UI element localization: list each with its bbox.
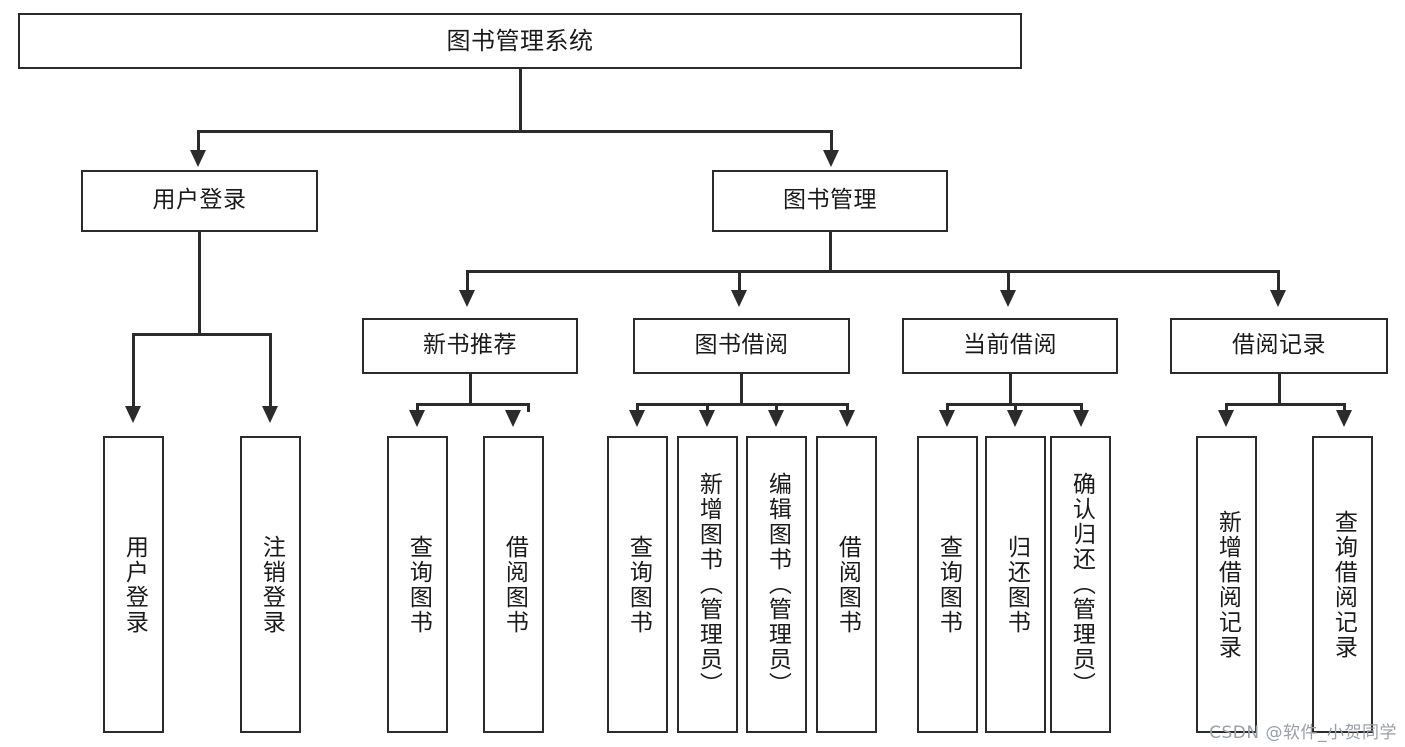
arrowhead-new-book-to-query [409, 410, 425, 427]
connector-new-book-to-query [416, 403, 419, 412]
arrowhead-book-manage-to-record [1270, 290, 1286, 307]
arrowhead-current-to-return [1007, 410, 1023, 427]
connector-book-manage-to-record [1277, 270, 1280, 292]
node-label: 查询借阅记录 [1330, 509, 1357, 660]
connector-borrow-record-stem [1278, 374, 1281, 405]
node-label: 图书管理 [783, 187, 877, 214]
node-label: 确认归还（管理员） [1068, 472, 1095, 697]
connector-book-manage-to-new-book [466, 270, 469, 292]
connector-user-login-to-logout [269, 333, 272, 408]
arrowhead-book-manage-to-current [1000, 290, 1016, 307]
arrowhead-root-to-book-manage [823, 150, 839, 167]
arrowhead-book-manage-to-borrow [731, 290, 747, 307]
connector-root-to-user-login [197, 130, 200, 152]
connector-new-book-stem [469, 374, 472, 405]
arrowhead-new-book-to-borrow [505, 410, 521, 427]
connector-new-book-bar [416, 403, 527, 406]
leaf-query-book-current[interactable]: 查询图书 [917, 436, 978, 733]
leaf-return-book[interactable]: 归还图书 [985, 436, 1046, 733]
connector-root-to-book-manage [830, 130, 833, 152]
node-label: 新增借阅记录 [1214, 509, 1241, 660]
node-label: 新增图书（管理员） [695, 472, 722, 697]
connector-current-to-confirm [1080, 403, 1083, 412]
leaf-lend-book[interactable]: 借阅图书 [816, 436, 877, 733]
leaf-query-book-borrow[interactable]: 查询图书 [607, 436, 668, 733]
node-user-login[interactable]: 用户登录 [81, 170, 318, 232]
arrowhead-book-manage-to-new-book [459, 290, 475, 307]
node-label: 注销登录 [258, 534, 285, 635]
node-label: 图书管理系统 [446, 26, 594, 55]
leaf-edit-book-admin[interactable]: 编辑图书（管理员） [746, 436, 807, 733]
node-new-book-recommend[interactable]: 新书推荐 [362, 318, 578, 374]
node-label: 查询图书 [405, 534, 432, 635]
connector-record-to-query [1343, 403, 1346, 412]
leaf-query-borrow-record[interactable]: 查询借阅记录 [1312, 436, 1373, 733]
node-label: 借阅图书 [501, 534, 528, 635]
node-label: 查询图书 [935, 534, 962, 635]
leaf-user-login[interactable]: 用户登录 [103, 436, 164, 733]
connector-current-borrow-bar [946, 403, 1080, 406]
arrowhead-current-to-query [939, 410, 955, 427]
leaf-query-book-recommend[interactable]: 查询图书 [387, 436, 448, 733]
node-current-borrow[interactable]: 当前借阅 [902, 318, 1118, 374]
connector-user-login-to-login [132, 333, 135, 408]
node-label: 用户登录 [152, 187, 247, 214]
node-label: 编辑图书（管理员） [764, 472, 791, 697]
node-root-system[interactable]: 图书管理系统 [18, 13, 1022, 69]
node-book-management[interactable]: 图书管理 [712, 170, 948, 232]
arrowhead-current-to-confirm [1073, 410, 1089, 427]
node-label: 当前借阅 [963, 332, 1057, 359]
arrowhead-root-to-user-login [190, 150, 206, 167]
arrowhead-user-login-to-login [125, 406, 141, 423]
connector-new-book-to-borrow [527, 403, 530, 412]
connector-root-stem [519, 69, 522, 131]
connector-book-manage-stem [829, 232, 832, 272]
watermark-text: CSDN @软件_小贺同学 [1209, 723, 1397, 743]
node-borrow-record[interactable]: 借阅记录 [1170, 318, 1388, 374]
connector-current-to-return [1014, 403, 1017, 412]
arrowhead-record-to-query [1336, 410, 1352, 427]
connector-current-borrow-stem [1009, 374, 1012, 405]
node-label: 借阅图书 [834, 534, 861, 635]
node-label: 新书推荐 [423, 332, 517, 359]
connector-book-manage-to-borrow [738, 270, 741, 292]
connector-book-manage-to-current [1007, 270, 1010, 292]
connector-book-borrow-to-query [636, 403, 639, 412]
node-label: 用户登录 [121, 534, 148, 635]
connector-root-bar [197, 130, 832, 133]
arrowhead-user-login-to-logout [262, 406, 278, 423]
leaf-add-borrow-record[interactable]: 新增借阅记录 [1196, 436, 1257, 733]
connector-book-borrow-bar [636, 403, 846, 406]
node-book-borrow[interactable]: 图书借阅 [633, 318, 850, 374]
connector-user-login-stem [198, 232, 201, 335]
connector-book-borrow-to-add [706, 403, 709, 412]
arrowhead-record-to-add [1218, 410, 1234, 427]
leaf-user-logout[interactable]: 注销登录 [240, 436, 301, 733]
connector-book-borrow-to-lend [846, 403, 849, 412]
leaf-borrow-book-recommend[interactable]: 借阅图书 [483, 436, 544, 733]
arrowhead-book-borrow-to-add [699, 410, 715, 427]
arrowhead-book-borrow-to-query [629, 410, 645, 427]
connector-book-borrow-stem [740, 374, 743, 405]
leaf-confirm-return-admin[interactable]: 确认归还（管理员） [1050, 436, 1111, 733]
connector-book-borrow-to-edit [775, 403, 778, 412]
node-label: 查询图书 [625, 534, 652, 635]
node-label: 借阅记录 [1232, 332, 1326, 359]
connector-user-login-bar [132, 333, 269, 336]
arrowhead-book-borrow-to-lend [839, 410, 855, 427]
node-label: 归还图书 [1003, 534, 1030, 635]
node-label: 图书借阅 [694, 332, 789, 359]
leaf-add-book-admin[interactable]: 新增图书（管理员） [677, 436, 738, 733]
connector-record-to-add [1225, 403, 1228, 412]
connector-book-manage-bar [466, 270, 1280, 273]
connector-borrow-record-bar [1225, 403, 1343, 406]
arrowhead-book-borrow-to-edit [768, 410, 784, 427]
connector-current-to-query [946, 403, 949, 412]
